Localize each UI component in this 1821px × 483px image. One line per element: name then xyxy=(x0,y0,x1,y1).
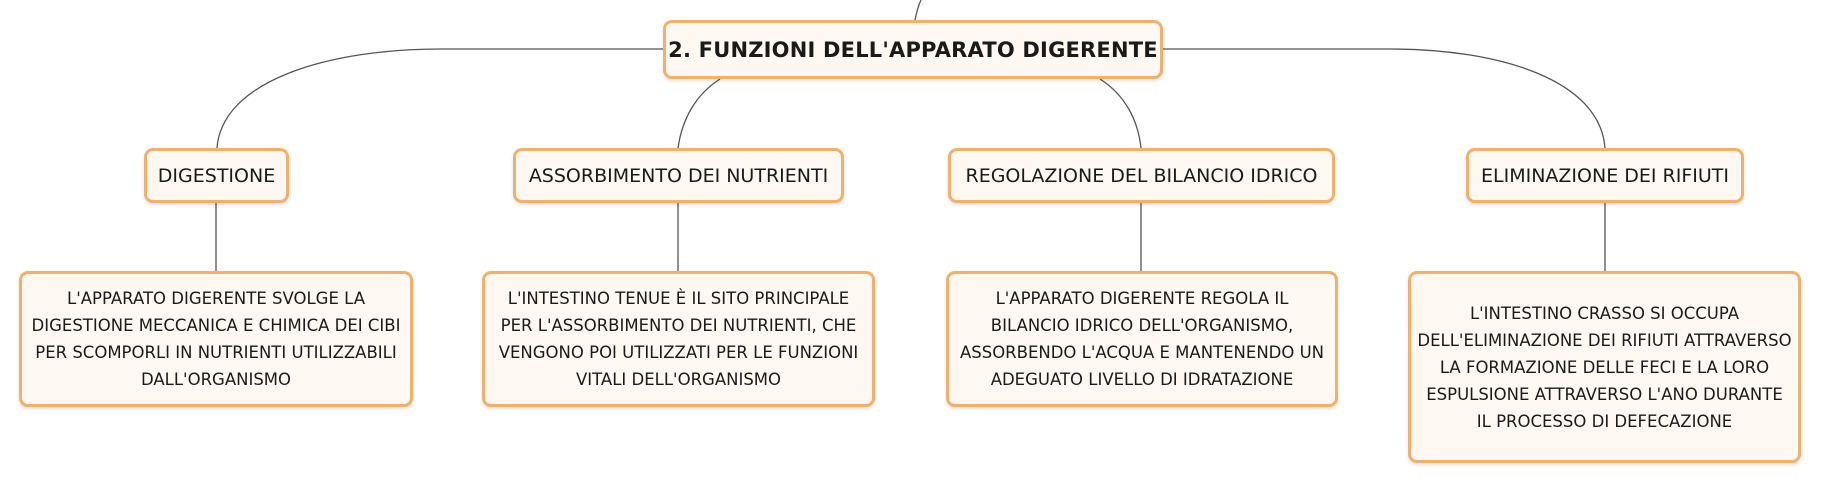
connector-root-regolazione xyxy=(1099,78,1142,149)
root-node[interactable]: 2. FUNZIONI DELL'APPARATO DIGERENTE xyxy=(663,20,1163,79)
leaf-node-assorbimento[interactable]: L'INTESTINO TENUE È IL SITO PRINCIPALE P… xyxy=(482,271,875,407)
leaf-text-eliminazione: L'INTESTINO CRASSO SI OCCUPA DELL'ELIMIN… xyxy=(1417,303,1792,431)
branch-label-digestione: DIGESTIONE xyxy=(157,164,276,187)
connector-root-assorbimento xyxy=(677,78,721,149)
branch-node-eliminazione[interactable]: ELIMINAZIONE DEI RIFIUTI xyxy=(1466,148,1744,203)
leaf-text-digestione: L'APPARATO DIGERENTE SVOLGE LA DIGESTION… xyxy=(31,289,401,389)
leaf-node-regolazione[interactable]: L'APPARATO DIGERENTE REGOLA IL BILANCIO … xyxy=(946,271,1338,407)
connector-root-digestione xyxy=(216,48,663,149)
root-label: 2. FUNZIONI DELL'APPARATO DIGERENTE xyxy=(668,37,1158,62)
leaf-node-digestione[interactable]: L'APPARATO DIGERENTE SVOLGE LA DIGESTION… xyxy=(19,271,413,407)
leaf-text-regolazione: L'APPARATO DIGERENTE REGOLA IL BILANCIO … xyxy=(959,289,1325,389)
connector-parent xyxy=(914,0,922,21)
branch-node-assorbimento[interactable]: ASSORBIMENTO DEI NUTRIENTI xyxy=(513,148,844,203)
branch-label-regolazione: REGOLAZIONE DEL BILANCIO IDRICO xyxy=(965,164,1318,187)
leaf-node-eliminazione[interactable]: L'INTESTINO CRASSO SI OCCUPA DELL'ELIMIN… xyxy=(1408,271,1801,463)
leaf-text-assorbimento: L'INTESTINO TENUE È IL SITO PRINCIPALE P… xyxy=(498,289,859,389)
branch-label-assorbimento: ASSORBIMENTO DEI NUTRIENTI xyxy=(528,164,829,187)
connector-root-eliminazione xyxy=(1163,48,1606,149)
branch-label-eliminazione: ELIMINAZIONE DEI RIFIUTI xyxy=(1481,164,1729,187)
branch-node-digestione[interactable]: DIGESTIONE xyxy=(144,148,289,203)
branch-node-regolazione[interactable]: REGOLAZIONE DEL BILANCIO IDRICO xyxy=(948,148,1335,203)
